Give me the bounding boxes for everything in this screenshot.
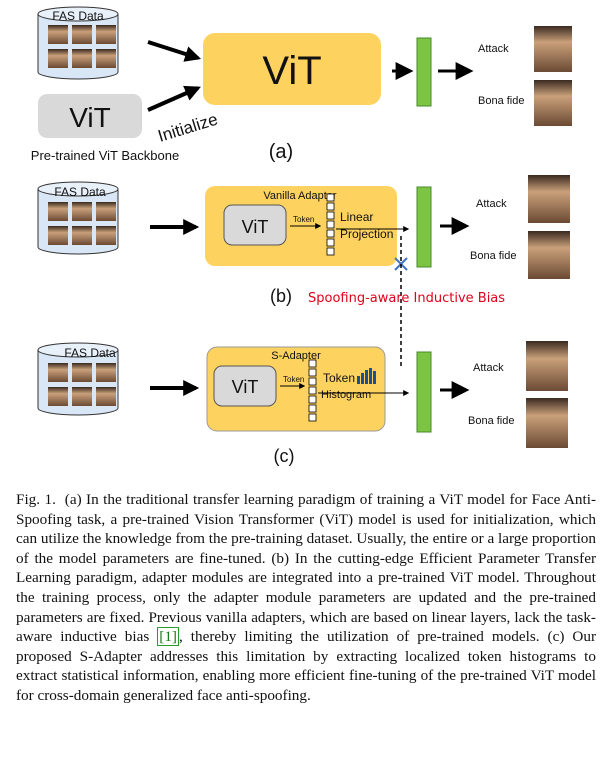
arrow-data-to-vit [147,40,202,62]
caption-text-part-1: (a) In the traditional transfer learning… [16,491,597,646]
attack-label: Attack [473,362,504,374]
classifier-head [416,186,432,268]
face-thumbnails [48,25,116,68]
histogram-icon [357,368,376,384]
panel-b: FAS Data Vanilla Adapter ViT Token Linea… [37,175,570,368]
classifier-head [416,351,432,433]
initialize-label: Initialize [156,110,220,146]
panel-c-label: (c) [274,446,295,466]
panel-a-label: (a) [269,141,293,163]
db-label: FAS Data [52,9,104,23]
bona-fide-label: Bona fide [468,415,514,427]
s-adapter-title: S-Adapter [271,350,321,362]
panel-c: FAS Data S-Adapter ViT Token Token Histo… [37,341,568,466]
face-thumbnails [48,202,116,245]
projection-label: Projection [340,227,393,241]
token-histogram-label-1: Token [323,371,355,385]
vit-block [223,204,287,246]
attack-label: Attack [478,43,509,55]
bona-fide-label: Bona fide [478,95,524,107]
citation-link[interactable]: [1] [157,627,179,647]
face-thumbnails [48,363,116,406]
vit-main-block [203,33,381,105]
figure-caption: Fig. 1. (a) In the traditional transfer … [16,490,596,706]
panel-b-label: (b) [270,286,292,306]
fas-database-icon [37,6,119,80]
fas-database-icon [37,342,119,416]
caption-text-part-2: , thereby limiting the utilization of pr… [16,628,597,704]
panel-a: FAS Data ViT Pre-trained ViT Backbone In… [31,6,572,163]
classifier-head [416,37,432,107]
token-label: Token [283,375,304,384]
pretrained-vit-block [38,94,142,138]
arrow-backbone-to-vit [147,85,201,112]
token-column [326,193,335,256]
db-label: FAS Data [64,346,116,360]
attack-face-image [528,175,570,223]
bona-fide-face-image [528,231,570,279]
token-column [308,359,317,422]
pretrained-vit-label: ViT [69,102,111,133]
db-label: FAS Data [54,185,106,199]
vanilla-adapter-title: Vanilla Adapter [263,190,337,202]
token-histogram-label-2: Histogram [321,389,371,401]
pretrained-backbone-label: Pre-trained ViT Backbone [31,148,179,163]
vit-label: ViT [232,377,259,397]
fas-database-icon [37,181,119,255]
bona-fide-face-image [534,80,572,126]
attack-face-image [526,341,568,391]
figure-diagram: FAS Data ViT Pre-trained ViT Backbone In… [31,6,572,466]
linear-label: Linear [340,210,373,224]
token-label: Token [293,215,314,224]
inductive-bias-label: Spoofing-aware Inductive Bias [308,291,505,306]
bona-fide-face-image [526,398,568,448]
vit-main-label: ViT [262,49,321,93]
vit-label: ViT [242,217,269,237]
caption-fig-label: Fig. 1. [16,491,56,508]
attack-label: Attack [476,198,507,210]
attack-face-image [534,26,572,72]
bona-fide-label: Bona fide [470,250,516,262]
vit-block [213,365,277,407]
